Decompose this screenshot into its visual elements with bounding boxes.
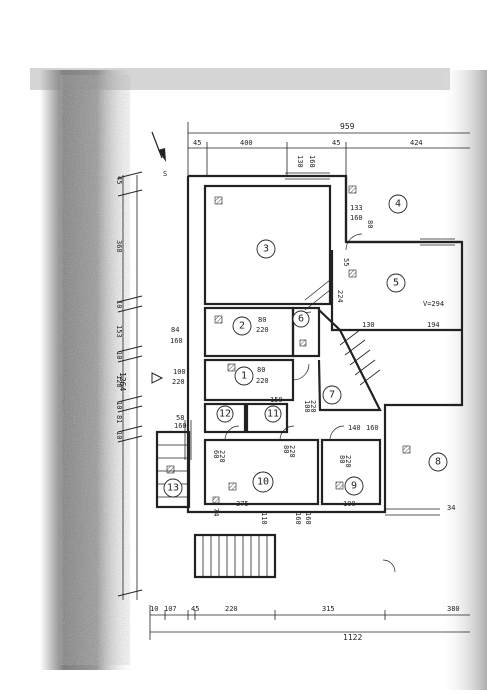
dimension-lines [122,122,470,640]
window-label-0-h: 160 [350,214,363,222]
misc-label-7: 190 [343,500,356,508]
dim-bottom-3: 220 [225,605,238,613]
dim-left-5: 128 [115,375,123,388]
dim-left-total: 1264 [118,372,127,391]
door-label-5-h: 220 [172,378,185,386]
dim-top-0: 45 [193,139,201,147]
entrance-arrow [151,372,164,384]
misc-label-0: V=294 [423,300,444,308]
room-4-number: 4 [395,199,401,210]
window-label-4-w: 160 [294,512,302,525]
dim-bottom-1: 107 [164,605,177,613]
room-4-marker [388,194,408,214]
room-12-number: 12 [219,409,231,420]
dim-top-total: 959 [340,122,355,131]
room-12-marker [216,405,234,423]
room-11-marker [264,405,282,423]
fixture-markers [166,185,411,504]
window-label-4-h: 160 [304,512,312,525]
room-1-marker [234,366,254,386]
dim-bottom-4: 315 [322,605,335,613]
dim-bottom-total: 1122 [343,633,362,642]
misc-label-10: 74 [212,508,220,516]
misc-label-1: 194 [427,321,440,329]
misc-label-8: 55 [342,258,350,266]
dim-top-3: 424 [410,139,423,147]
door-label-4-w: 80 [338,455,346,463]
door-label-3-h: 220 [288,445,296,458]
north-arrow-label: S [163,170,167,178]
room-9-marker [344,476,364,496]
window-label-3-w: 140 [348,424,361,432]
misc-label-11: 34 [447,504,455,512]
door-label-6-w: 84 [171,326,179,334]
room-8-number: 8 [435,457,441,468]
window-label-3-h: 160 [366,424,379,432]
misc-label-3: 224 [336,290,344,303]
door-label-0-h: 220 [256,377,269,385]
door-label-6-h: 160 [170,337,183,345]
building-walls [155,174,464,579]
left-ticks [117,171,143,597]
room-5-marker [386,273,406,293]
dim-top-2: 45 [332,139,340,147]
dim-left-1: 368 [115,240,123,253]
door-label-2-h: 220 [218,450,226,463]
room-1-number: 1 [241,371,247,382]
door-label-7-w: 58 [176,414,184,422]
room-3-number: 3 [263,244,269,255]
room-2-number: 2 [239,321,245,332]
room-13-number: 13 [167,483,179,494]
door-label-1-w: 80 [258,316,266,324]
dim-top-1: 400 [240,139,253,147]
window-label-1-h: 160 [308,155,316,168]
room-11-number: 11 [267,409,279,420]
room-5-number: 5 [393,278,399,289]
scan-shadow [30,68,487,690]
stairs [157,329,381,577]
door-label-0-w: 80 [257,366,265,374]
room-labels [163,194,448,498]
window-label-2-w: 100 [303,400,311,413]
misc-label-4: 375 [236,500,249,508]
room-6-number: 6 [298,314,304,325]
dim-left-4: 10 [115,351,123,359]
dim-bottom-5: 380 [447,605,460,613]
dim-left-0: 45 [115,176,123,184]
window-label-2-h: 220 [309,400,317,413]
door-label-3-w: 80 [282,445,290,453]
window-label-1-w: 130 [296,155,304,168]
misc-label-5: 110 [260,512,268,525]
room-3-marker [256,239,276,259]
door-label-4-h: 220 [344,455,352,468]
dim-bottom-2: 45 [191,605,199,613]
dim-bottom-0: 10 [150,605,158,613]
door-label-5-w: 100 [173,368,186,376]
dim-left-6: 10 [115,401,123,409]
room-8-marker [428,452,448,472]
door-label-7-h: 160 [174,422,187,430]
dim-left-3: 153 [115,325,123,338]
room-6-marker [292,310,310,328]
room-13-marker [163,478,183,498]
room-7-marker [322,385,342,405]
door-label-1-h: 220 [256,326,269,334]
misc-label-9: 80 [366,220,374,228]
room-10-number: 10 [257,477,269,488]
room-9-number: 9 [351,481,357,492]
windows [184,172,455,516]
window-label-0-w: 133 [350,204,363,212]
room-10-marker [252,471,274,493]
misc-label-2: 130 [362,321,375,329]
dim-left-2: 10 [115,300,123,308]
room-7-number: 7 [329,390,335,401]
room-2-marker [232,316,252,336]
dim-left-8: 10 [115,431,123,439]
misc-label-6: 150 [270,396,283,404]
dim-left-7: 81 [115,415,123,423]
north-arrow: S [151,131,167,178]
door-label-2-w: 60 [212,450,220,458]
